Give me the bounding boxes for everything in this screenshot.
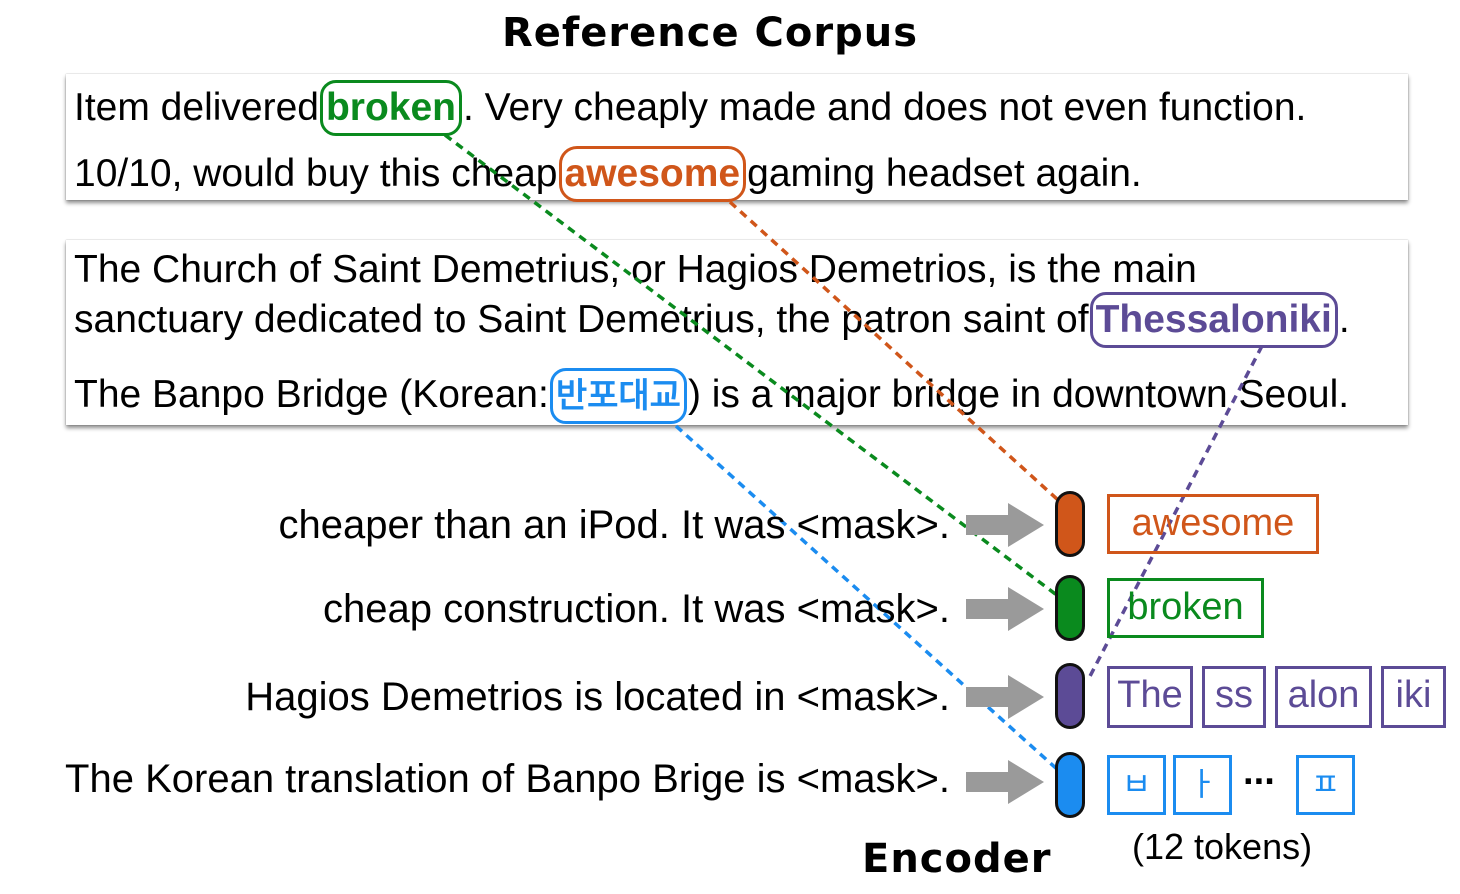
token-alon: alon bbox=[1275, 666, 1372, 728]
arrow-4 bbox=[966, 760, 1044, 804]
corpus-text: ) is a major bridge in downtown Seoul. bbox=[687, 373, 1350, 416]
token-ellipsis: ··· bbox=[1243, 761, 1277, 803]
token-the: The bbox=[1107, 666, 1193, 728]
corpus-line-banpo: The Banpo Bridge (Korean:반포대교) is a majo… bbox=[74, 368, 1349, 424]
corpus-text: 10/10, would buy this cheap bbox=[74, 152, 558, 195]
query-4: The Korean translation of Banpo Brige is… bbox=[65, 757, 950, 801]
token-korean-b: ㅂ bbox=[1107, 755, 1166, 815]
token-korean-p: ㅍ bbox=[1296, 755, 1355, 815]
encoder-output-2 bbox=[1055, 575, 1085, 641]
highlight-thessaloniki: Thessaloniki bbox=[1089, 292, 1338, 348]
corpus-text: Item delivered bbox=[74, 86, 319, 129]
connector-awesome bbox=[728, 200, 1060, 502]
corpus-line-thessaloniki: sanctuary dedicated to Saint Demetrius, … bbox=[74, 292, 1350, 348]
connector-broken bbox=[443, 133, 1060, 598]
encoder-output-4 bbox=[1055, 752, 1085, 818]
corpus-text: The Banpo Bridge (Korean: bbox=[74, 373, 549, 416]
corpus-text: gaming headset again. bbox=[747, 152, 1142, 195]
corpus-panel-wiki: The Church of Saint Demetrius, or Hagios… bbox=[66, 240, 1408, 425]
corpus-line-church: The Church of Saint Demetrius, or Hagios… bbox=[74, 248, 1197, 291]
token-awesome: awesome bbox=[1107, 494, 1319, 554]
query-3: Hagios Demetrios is located in <mask>. bbox=[245, 675, 950, 719]
highlight-banpo-korean: 반포대교 bbox=[549, 368, 687, 424]
token-ss: ss bbox=[1202, 666, 1266, 728]
arrow-2 bbox=[966, 587, 1044, 631]
corpus-text: . bbox=[1338, 298, 1350, 341]
arrow-1 bbox=[966, 503, 1044, 547]
encoder-label: Encoder bbox=[862, 836, 1052, 882]
highlight-awesome: awesome bbox=[558, 146, 747, 202]
corpus-text: . Very cheaply made and does not even fu… bbox=[462, 86, 1307, 129]
token-count-label: (12 tokens) bbox=[1132, 826, 1313, 867]
encoder-output-1 bbox=[1055, 491, 1085, 557]
connector-thessaloniki bbox=[1086, 345, 1264, 681]
connector-banpo bbox=[674, 424, 1060, 772]
diagram-title: Reference Corpus bbox=[501, 10, 919, 56]
highlight-broken: broken bbox=[319, 80, 462, 136]
query-1: cheaper than an iPod. It was <mask>. bbox=[278, 503, 950, 547]
token-broken: broken bbox=[1107, 578, 1264, 638]
token-korean-a: ㅏ bbox=[1173, 755, 1232, 815]
corpus-text: sanctuary dedicated to Saint Demetrius, … bbox=[74, 298, 1089, 341]
encoder-output-3 bbox=[1055, 663, 1085, 729]
token-iki: iki bbox=[1381, 666, 1446, 728]
arrow-3 bbox=[966, 675, 1044, 719]
query-2: cheap construction. It was <mask>. bbox=[323, 587, 950, 631]
